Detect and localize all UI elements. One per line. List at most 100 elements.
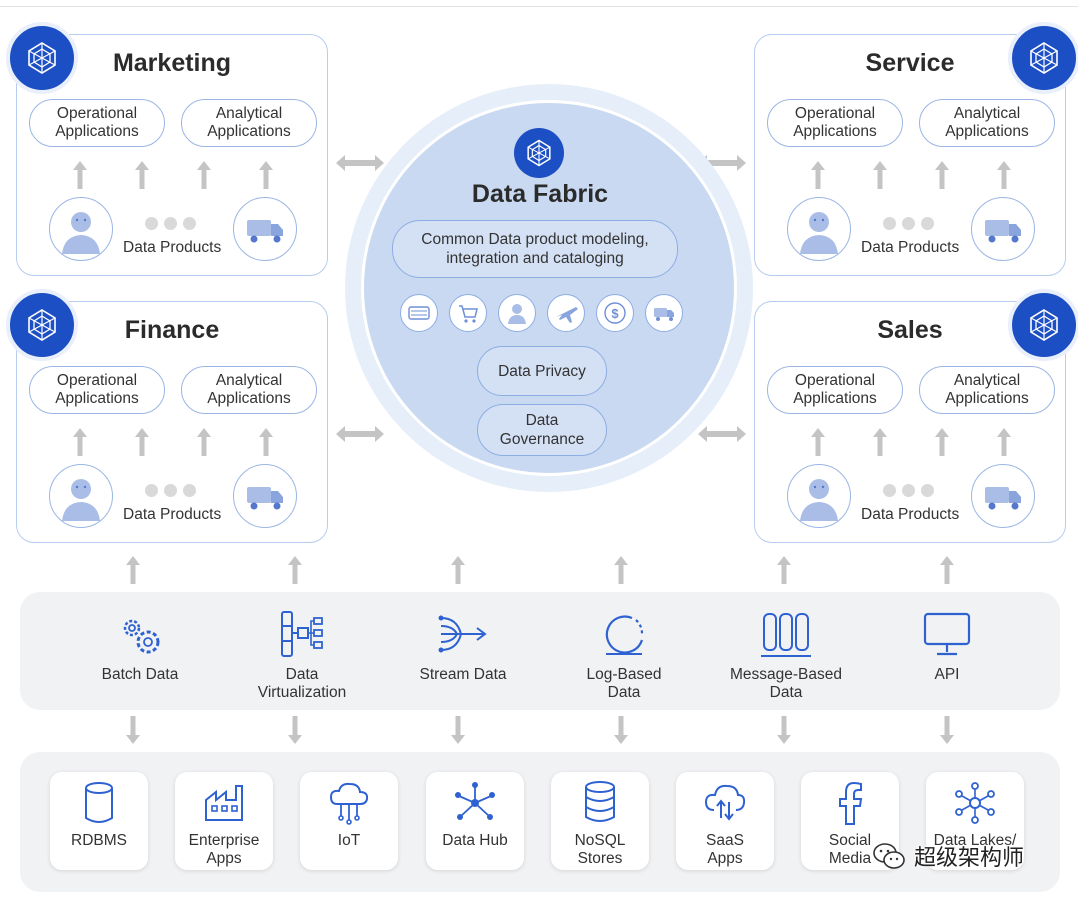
source-label: Enterprise Apps (188, 832, 260, 867)
virtualization-icon (281, 611, 323, 657)
up-arrow-icon (135, 161, 149, 189)
analytical-applications-pill: Analytical Applications (181, 366, 317, 414)
truck-avatar-icon (233, 464, 297, 528)
operational-applications-pill: Operational Applications (767, 99, 903, 147)
source-saas-apps: SaaS Apps (676, 772, 774, 870)
source-rdbms: RDBMS (50, 772, 148, 870)
up-arrow-icon (197, 428, 211, 456)
customer-avatar-icon (787, 197, 851, 261)
domain-badge-network-icon (1008, 289, 1078, 361)
source-label: Data Lakes/ (933, 832, 1017, 849)
keyboard-icon (400, 294, 438, 332)
more-dots-icon (883, 484, 934, 497)
analytical-applications-pill: Analytical Applications (919, 99, 1055, 147)
watermark-text: 超级架构师 (914, 846, 1025, 871)
source-label: Social Media (828, 832, 872, 867)
more-dots-icon (145, 484, 196, 497)
ingestion-band (20, 592, 1060, 710)
cloud-sync-icon (704, 784, 746, 821)
database-icon (85, 782, 113, 823)
source-label: SaaS Apps (706, 832, 744, 867)
hub-icon (455, 782, 495, 820)
up-arrow-icon (935, 428, 949, 456)
facebook-icon (839, 781, 863, 825)
up-arrow-icon (73, 428, 87, 456)
stack-icon (585, 781, 615, 822)
data-privacy-pill: Data Privacy (477, 346, 607, 396)
stream-icon (438, 615, 487, 653)
up-arrow-icon (288, 556, 302, 584)
analytical-applications-pill: Analytical Applications (181, 99, 317, 147)
data-products-label: Data Products (123, 239, 222, 256)
bidirectional-arrow-icon (698, 155, 746, 171)
ingestion-log-based-data: Log-Based Data (549, 610, 699, 702)
ingestion-label: Data Virtualization (257, 666, 347, 701)
customer-avatar-icon (787, 464, 851, 528)
customer-avatar-icon (49, 197, 113, 261)
top-divider (0, 0, 1078, 7)
ingestion-label: Message-Based Data (729, 666, 842, 701)
monitor-icon (923, 612, 971, 656)
domain-title: Service (865, 49, 955, 77)
customer-avatar-icon (49, 464, 113, 528)
modeling-pill: Common Data product modeling, integratio… (392, 220, 678, 278)
source-label: NoSQL Stores (574, 832, 626, 867)
network-icon (955, 782, 995, 824)
source-enterprise-apps: Enterprise Apps (175, 772, 273, 870)
more-dots-icon (883, 217, 934, 230)
source-data-hub: Data Hub (426, 772, 524, 870)
message-icon (761, 613, 811, 657)
down-arrow-icon (288, 716, 302, 744)
up-arrow-icon (451, 556, 465, 584)
iot-cloud-icon (329, 782, 369, 825)
up-arrow-icon (197, 161, 211, 189)
gears-icon (123, 619, 160, 654)
watermark: 超级架构师 (872, 840, 1024, 872)
airplane-icon (547, 294, 585, 332)
operational-applications-pill: Operational Applications (767, 366, 903, 414)
down-arrow-icon (126, 716, 140, 744)
truck-avatar-icon (233, 197, 297, 261)
operational-applications-pill: Operational Applications (29, 366, 165, 414)
svg-text:$: $ (611, 306, 619, 321)
wechat-icon (873, 843, 905, 869)
up-arrow-icon (614, 556, 628, 584)
analytical-applications-pill: Analytical Applications (919, 366, 1055, 414)
ingestion-data-virtualization: Data Virtualization (227, 610, 377, 702)
data-products-label: Data Products (861, 506, 960, 523)
source-iot: IoT (300, 772, 398, 870)
source-data-lakes: Data Lakes/ (926, 772, 1024, 870)
down-arrow-icon (614, 716, 628, 744)
domain-title: Sales (877, 316, 943, 344)
source-label: RDBMS (71, 832, 127, 849)
ingestion-stream-data: Stream Data (388, 610, 538, 684)
ingestion-batch-data: Batch Data (65, 610, 215, 684)
up-arrow-icon (940, 556, 954, 584)
bidirectional-arrow-icon (336, 426, 384, 442)
up-arrow-icon (997, 428, 1011, 456)
bidirectional-arrow-icon (336, 155, 384, 171)
ingestion-label: API (934, 666, 960, 683)
data-fabric-network-icon (514, 128, 564, 178)
more-dots-icon (145, 217, 196, 230)
data-governance-pill: Data Governance (477, 404, 607, 456)
up-arrow-icon (873, 428, 887, 456)
shopping-cart-icon (449, 294, 487, 332)
data-fabric-title: Data Fabric (471, 180, 609, 208)
factory-icon (205, 785, 243, 821)
up-arrow-icon (73, 161, 87, 189)
domain-card-marketing: Marketing Operational Applications Analy… (16, 34, 328, 276)
ingestion-label: Log-Based Data (586, 666, 662, 701)
up-arrow-icon (873, 161, 887, 189)
operational-applications-pill: Operational Applications (29, 99, 165, 147)
down-arrow-icon (451, 716, 465, 744)
ingestion-message-based-data: Message-Based Data (711, 610, 861, 702)
up-arrow-icon (777, 556, 791, 584)
source-label: IoT (337, 832, 361, 849)
domain-title: Finance (124, 316, 220, 344)
dollar-icon: $ (596, 294, 634, 332)
truck-avatar-icon (971, 464, 1035, 528)
ingestion-api: API (872, 610, 1022, 684)
up-arrow-icon (935, 161, 949, 189)
domain-badge-network-icon (6, 289, 78, 361)
